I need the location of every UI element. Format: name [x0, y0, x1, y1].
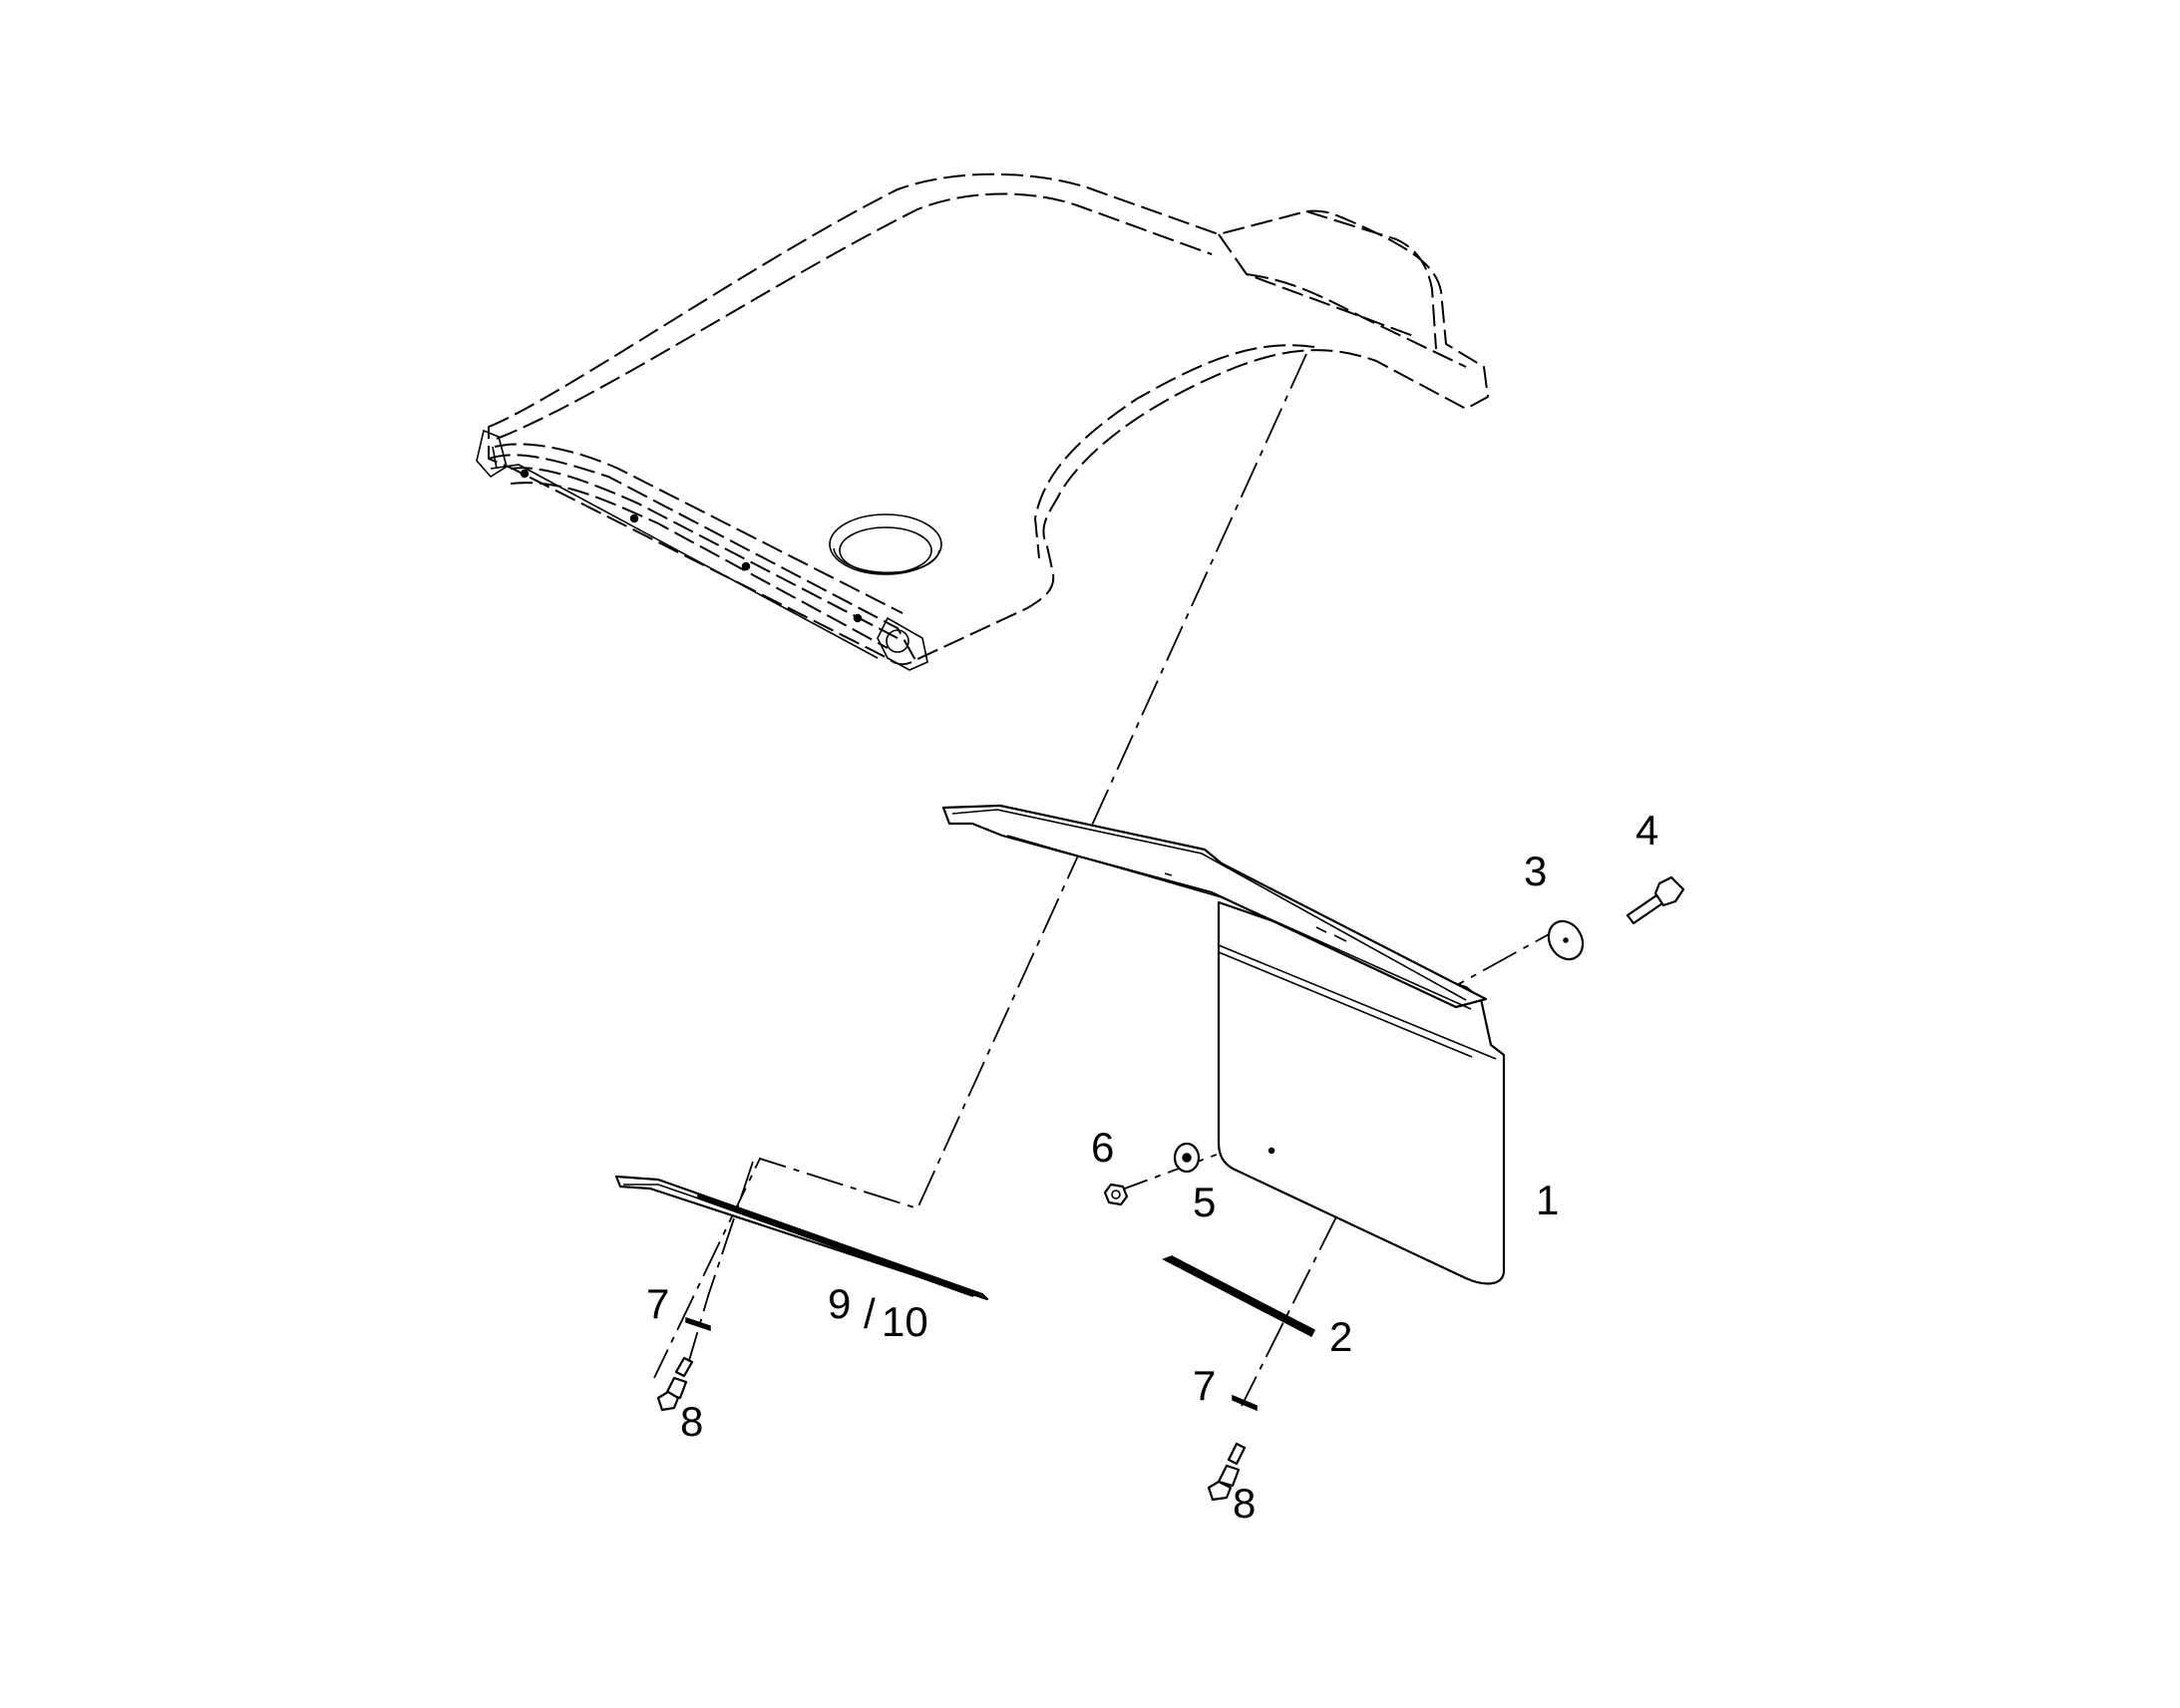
callout-3: 3 — [1524, 848, 1547, 894]
mudflap-part-1 — [1217, 900, 1506, 1285]
callout-6: 6 — [1091, 1124, 1114, 1171]
washer-part-3 — [1547, 919, 1585, 961]
callout-slash: / — [864, 1290, 876, 1337]
callout-4: 4 — [1635, 807, 1658, 854]
washer-part-5 — [1173, 1142, 1201, 1174]
callout-10: 10 — [882, 1298, 928, 1345]
screw-part-8-right — [1207, 1442, 1247, 1502]
screw-part-8-left — [656, 1356, 694, 1412]
strip-part-9-10 — [614, 1175, 989, 1301]
fender-outline — [476, 172, 1489, 671]
washer-part-7-left — [685, 1316, 711, 1332]
strip-part-2 — [1162, 1255, 1316, 1338]
callout-7-left: 7 — [646, 1280, 669, 1327]
washer-part-7-right — [1232, 1394, 1258, 1412]
callout-1: 1 — [1536, 1177, 1559, 1223]
bolt-part-4 — [1626, 875, 1685, 925]
nut-part-6 — [1103, 1183, 1129, 1206]
callout-7-right: 7 — [1193, 1362, 1216, 1409]
callout-8-right: 8 — [1233, 1480, 1256, 1527]
mudflap-bracket — [941, 804, 1488, 1010]
callout-2: 2 — [1329, 1313, 1352, 1360]
callout-5: 5 — [1193, 1179, 1216, 1225]
callout-9: 9 — [828, 1280, 851, 1327]
callout-8-left: 8 — [680, 1398, 703, 1445]
